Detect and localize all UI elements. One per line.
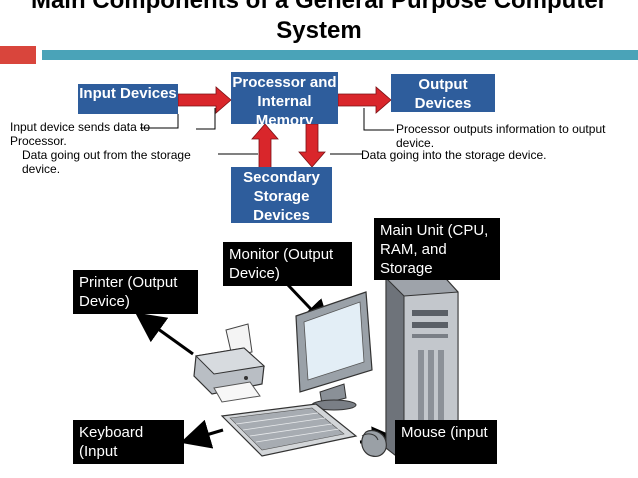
input-devices-label: Input Devices xyxy=(79,85,177,102)
mouse-illustration xyxy=(361,429,387,457)
secondary-storage-label: Secondary Storage Devices xyxy=(243,169,320,223)
main-unit-label: Main Unit (CPU, RAM, and Storage xyxy=(374,218,500,280)
monitor-illustration xyxy=(295,291,373,411)
output-devices-box: Output Devices xyxy=(391,74,495,112)
flow-arrows xyxy=(177,86,392,169)
system-unit-illustration xyxy=(385,269,459,464)
note-output: Processor outputs information to output … xyxy=(396,122,606,150)
arrow-processor-to-storage xyxy=(298,123,326,168)
slide-title-line1: Main Components of a General Purpose Com… xyxy=(30,0,608,14)
keyboard-label: Keyboard (Input xyxy=(73,420,184,464)
arrow-input-to-processor xyxy=(177,86,232,114)
monitor-label: Monitor (Output Device) xyxy=(223,242,352,286)
keyboard-illustration xyxy=(220,403,358,457)
input-devices-box: Input Devices xyxy=(78,84,178,114)
processor-label: Processor and Internal Memory xyxy=(232,74,337,124)
output-devices-label: Output Devices xyxy=(414,76,472,112)
slide-title: Main Components of a General Purpose Com… xyxy=(0,0,638,46)
accent-square xyxy=(0,46,36,64)
printer-label: Printer (Output Device) xyxy=(73,270,198,314)
accent-bar xyxy=(42,50,638,60)
arrow-storage-to-processor xyxy=(251,123,279,169)
processor-box: Processor and Internal Memory xyxy=(231,72,338,124)
note-storage-in: Data going into the storage device. xyxy=(361,148,547,162)
note-storage-out: Data going out from the storage device. xyxy=(22,148,191,176)
printer-illustration xyxy=(193,323,266,403)
note-input: Input device sends data to Processor. xyxy=(10,120,151,148)
annotation-connectors xyxy=(140,108,394,155)
mouse-label: Mouse (input xyxy=(395,420,497,464)
secondary-storage-box: Secondary Storage Devices xyxy=(231,167,332,223)
slide-title-line2: System xyxy=(276,17,362,44)
arrow-processor-to-output xyxy=(337,86,392,114)
